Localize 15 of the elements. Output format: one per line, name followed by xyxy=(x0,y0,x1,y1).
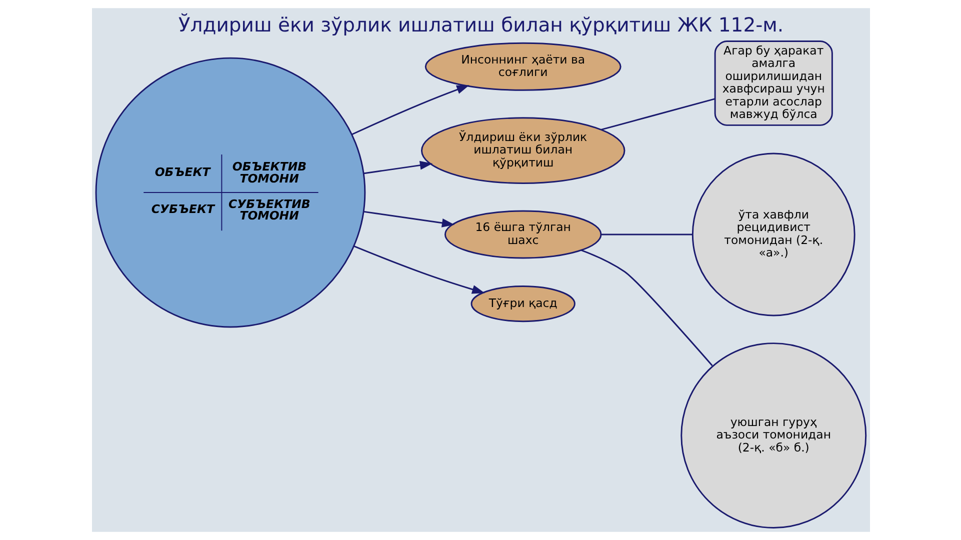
node-ellipse: Ўлдириш ёки зўрлик ишлатиш билан қўрқитиш xyxy=(420,117,625,184)
arrow xyxy=(363,160,432,174)
node-box: Агар бу ҳаракат амалга оширилишидан хавфсираш учун етарли асослар мавжуд бўлса xyxy=(714,40,832,126)
connector xyxy=(580,249,712,366)
node-circle: ОБЪЕКТ ОБЪЕКТИВ ТОМОНИ СУБЪЕКТ СУБЪЕКТИВ ТОМОНИ xyxy=(94,57,366,328)
node-circle: уюшган гуруҳ аъзоси томонидан (2-қ. «б» б.) xyxy=(680,342,866,529)
diagram-title: Ўлдириш ёки зўрлик ишлатиш билан қўрқитиш ЖК 112-м. xyxy=(178,14,784,36)
arrow xyxy=(363,210,454,228)
arrow xyxy=(351,85,469,136)
node-ellipse: 16 ёшга тўлган шахс xyxy=(444,210,602,259)
node-circle: ўта хавфли рецидивист томонидан (2-қ. «а».) xyxy=(691,152,855,316)
arrow xyxy=(353,245,484,294)
connector xyxy=(600,98,715,130)
node-ellipse: Инсоннинг ҳаёти ва соғлиги xyxy=(424,42,621,91)
connector xyxy=(600,234,692,236)
